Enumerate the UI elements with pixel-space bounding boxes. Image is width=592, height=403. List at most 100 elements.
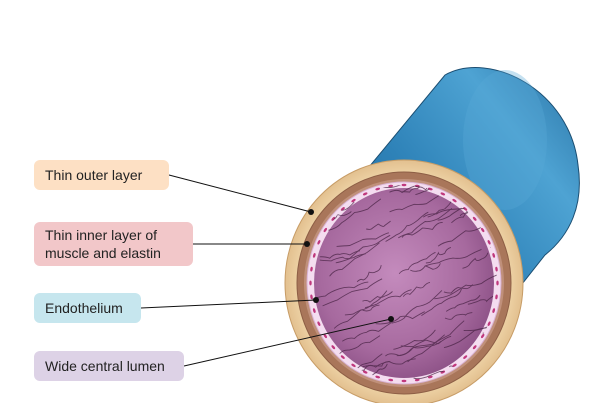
label-muscle-elastin-line2: muscle and elastin <box>45 245 161 261</box>
lumen-fold-line <box>319 250 361 259</box>
lumen-fold-line <box>391 290 443 324</box>
lumen-fold-line <box>421 288 462 316</box>
endothelial-nucleus <box>427 187 433 191</box>
lumen-fold-line <box>427 201 452 218</box>
lumen-fold-line <box>342 322 391 342</box>
label-wide-central-lumen: Wide central lumen <box>34 351 184 381</box>
leader-dot-muscle <box>304 241 310 247</box>
lumen-fold-line <box>319 253 366 262</box>
endothelial-nucleus <box>351 363 356 368</box>
endothelial-nucleus <box>351 198 356 203</box>
lumen-fold-line <box>362 358 416 368</box>
endothelial-nucleus <box>340 355 345 359</box>
label-thin-outer-layer-text: Thin outer layer <box>45 167 143 183</box>
lumen-fold-line <box>462 252 489 269</box>
endothelial-nucleus <box>317 321 321 326</box>
endothelial-nucleus <box>414 378 420 382</box>
lumen-fold-line <box>443 284 474 294</box>
endothelial-nucleus <box>481 333 485 339</box>
endothelial-nucleus <box>472 216 477 221</box>
endothelial-nucleus <box>401 183 407 187</box>
lumen-fold-line <box>336 232 389 247</box>
endothelial-nucleus <box>323 333 327 339</box>
endothelial-nucleus <box>388 378 394 382</box>
lumen-fold-line <box>444 312 473 320</box>
endothelial-nucleus <box>401 379 407 383</box>
lumen-fold-line <box>398 251 436 275</box>
lumen-fold-line <box>425 246 452 264</box>
lumen <box>314 188 494 378</box>
lumen-fold-line <box>415 185 452 196</box>
lumen-fold-line <box>328 198 382 231</box>
endothelial-nucleus <box>340 207 345 211</box>
endothelial-nucleus <box>310 266 313 272</box>
lumen-fold-line <box>329 242 380 277</box>
endothelial-nucleus <box>452 198 457 203</box>
endothelial-nucleus <box>463 207 468 211</box>
endothelial-nucleus <box>362 192 368 196</box>
endothelial-nucleus <box>312 253 316 258</box>
endothelial-nucleus <box>331 345 336 350</box>
leader-dots <box>304 209 394 322</box>
leader-line-endo <box>140 299 317 309</box>
lumen-fold-line <box>385 211 429 242</box>
leader-dot-outer <box>308 209 314 215</box>
endothelial-nucleus <box>495 266 498 272</box>
label-muscle-elastin-line1: Thin inner layer of <box>45 227 158 243</box>
endothelial-nuclei <box>309 183 499 383</box>
endothelial-nucleus <box>323 227 327 233</box>
lumen-fold-line <box>338 335 381 355</box>
endothelial-nucleus <box>481 227 485 233</box>
lumen-fold-line <box>424 248 482 267</box>
label-muscle-elastin: Thin inner layer of muscle and elastin <box>34 222 193 266</box>
lumen-fold-line <box>366 220 391 230</box>
lumen-fold-line <box>434 274 497 300</box>
endothelial-nucleus <box>388 184 394 188</box>
leader-line-lumen <box>183 318 392 367</box>
endothelial-nucleus <box>496 280 499 286</box>
endothelial-nucleus <box>452 363 457 368</box>
lumen-fold-line <box>335 234 391 264</box>
lumen-fold-line <box>398 207 453 239</box>
lumen-fold-line <box>389 185 440 194</box>
lumen-fold-line <box>375 311 425 325</box>
lumen-fold-line <box>333 290 388 329</box>
lumen-fold-line <box>410 263 441 272</box>
endothelial-nucleus <box>309 280 312 286</box>
endothelial-nucleus <box>487 240 491 245</box>
endothelial-nucleus <box>440 192 446 196</box>
endothelial-nucleus <box>472 345 477 350</box>
lumen-fold-line <box>467 295 494 305</box>
lumen-fold-line <box>356 265 382 283</box>
lumen-fold-line <box>401 221 443 238</box>
label-wide-central-lumen-text: Wide central lumen <box>45 358 165 374</box>
leader-dot-lumen <box>388 316 394 322</box>
endothelial-nucleus <box>375 375 381 379</box>
label-thin-outer-layer: Thin outer layer <box>34 160 169 190</box>
leader-line-outer <box>168 174 312 213</box>
leader-lines <box>140 174 392 367</box>
endothelial-nucleus <box>375 187 381 191</box>
lumen-fold-line <box>445 294 481 312</box>
endothelial-nucleus <box>331 216 336 221</box>
lumen-fold-line <box>322 278 383 307</box>
lumen-fold-line <box>362 291 393 303</box>
lumen-fold-line <box>365 289 412 309</box>
endothelial-nucleus <box>487 321 491 326</box>
lumen-fold-line <box>407 320 465 363</box>
label-endothelium: Endothelium <box>34 293 141 323</box>
endothelial-nucleus <box>495 294 498 300</box>
endothelial-nucleus <box>492 308 496 313</box>
lumen-fold-line <box>311 281 369 301</box>
endothelial-nucleus <box>310 294 313 300</box>
endothelial-nucleus <box>312 308 316 313</box>
lumen-fold-line <box>393 329 436 350</box>
lumen-fold-line <box>400 335 452 348</box>
endothelial-nucleus <box>463 355 468 359</box>
lumen-fold-line <box>402 281 431 297</box>
endothelial-nucleus <box>317 240 321 245</box>
endothelial-nucleus <box>362 370 368 374</box>
leader-dot-endo <box>313 297 319 303</box>
label-endothelium-text: Endothelium <box>45 300 123 316</box>
